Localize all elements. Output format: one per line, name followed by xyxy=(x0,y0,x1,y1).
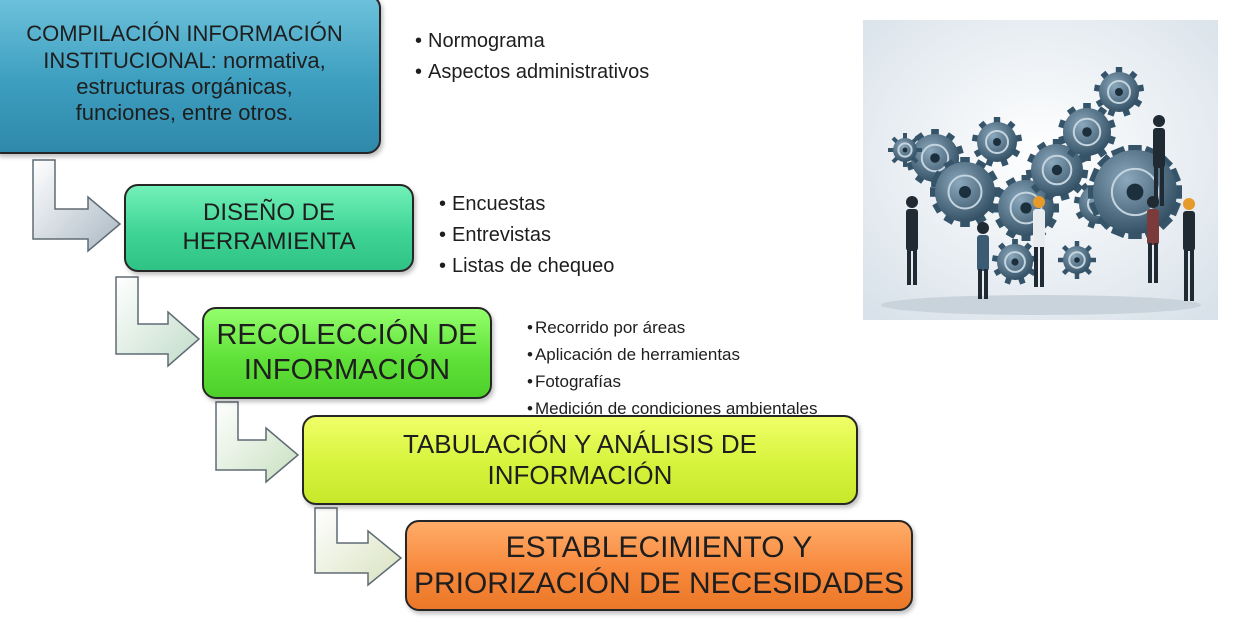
step-label: DISEÑO DE HERRAMIENTA xyxy=(182,199,356,255)
person-icon xyxy=(1147,196,1159,283)
arrow-step-3-to-4 xyxy=(215,401,300,484)
people-group xyxy=(906,115,1195,301)
bullet-list-compilacion: Normograma Aspectos administrativos xyxy=(415,26,649,88)
step-compilacion-informacion: COMPILACIÓN INFORMACIÓN INSTITUCIONAL: n… xyxy=(0,0,381,154)
arrow-step-4-to-5 xyxy=(314,507,403,587)
person-icon xyxy=(1183,198,1195,301)
gear-icon xyxy=(1093,67,1145,117)
step-label: TABULACIÓN Y ANÁLISIS DE INFORMACIÓN xyxy=(402,428,758,490)
bullet-list-diseno: Encuestas Entrevistas Listas de chequeo xyxy=(439,189,614,282)
arrow-step-1-to-2 xyxy=(32,159,122,253)
teamwork-gears-photo xyxy=(863,20,1218,320)
list-item: Entrevistas xyxy=(439,220,614,251)
list-item: Encuestas xyxy=(439,189,614,220)
person-icon xyxy=(1033,196,1045,287)
step-recoleccion-informacion: RECOLECCIÓN DE INFORMACIÓN xyxy=(202,307,492,399)
gear-icon xyxy=(991,239,1039,285)
list-item: Normograma xyxy=(415,26,649,57)
gear-icon xyxy=(930,157,1000,227)
list-item: Fotografías xyxy=(527,368,818,395)
step-diseno-herramienta: DISEÑO DE HERRAMIENTA xyxy=(124,184,414,272)
step-label: ESTABLECIMIENTO Y PRIORIZACIÓN DE NECESI… xyxy=(413,530,905,600)
person-icon xyxy=(977,222,989,299)
list-item: Aplicación de herramientas xyxy=(527,341,818,368)
list-item: Recorrido por áreas xyxy=(527,314,818,341)
floor-shadow xyxy=(881,295,1201,315)
list-item: Medición de condiciones ambientales xyxy=(527,395,818,422)
bullet-list-recoleccion: Recorrido por áreas Aplicación de herram… xyxy=(527,314,818,422)
gear-icon xyxy=(1088,145,1182,239)
step-label: RECOLECCIÓN DE INFORMACIÓN xyxy=(216,319,478,386)
gear-icon xyxy=(971,117,1023,167)
list-item: Aspectos administrativos xyxy=(415,57,649,88)
gear-icon xyxy=(888,133,922,167)
step-tabulacion-analisis: TABULACIÓN Y ANÁLISIS DE INFORMACIÓN xyxy=(302,415,858,505)
gear-icon xyxy=(1058,103,1116,161)
arrow-step-2-to-3 xyxy=(115,276,201,368)
gear-icon xyxy=(1058,241,1096,279)
gear-group xyxy=(888,67,1182,285)
list-item: Listas de chequeo xyxy=(439,251,614,282)
step-label: COMPILACIÓN INFORMACIÓN INSTITUCIONAL: n… xyxy=(26,21,343,126)
person-icon xyxy=(906,196,918,285)
gear-icon xyxy=(1025,139,1089,201)
person-icon xyxy=(1153,115,1165,206)
step-establecimiento-priorizacion: ESTABLECIMIENTO Y PRIORIZACIÓN DE NECESI… xyxy=(405,520,913,611)
